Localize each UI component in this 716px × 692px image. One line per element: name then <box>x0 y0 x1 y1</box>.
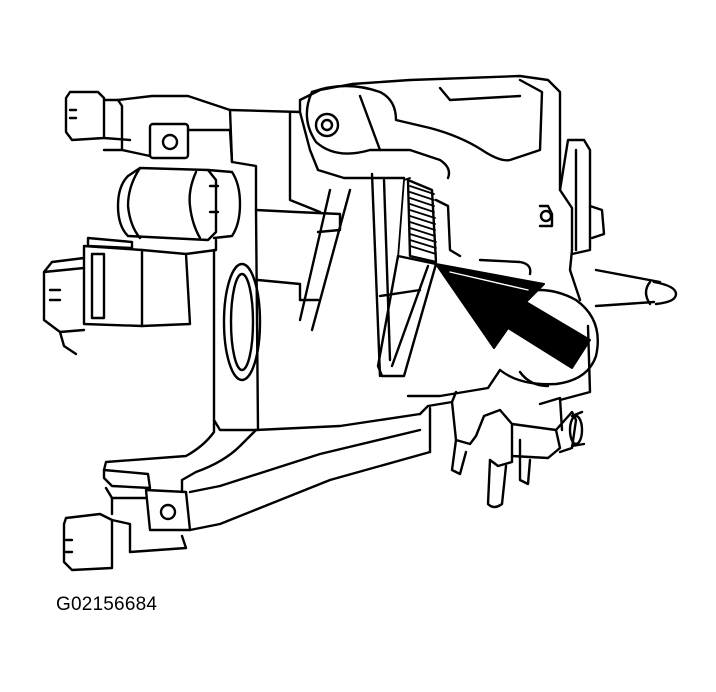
oval-port <box>222 262 262 382</box>
right-housing <box>434 138 678 308</box>
bolt-hole <box>161 133 179 151</box>
arrow-icon <box>435 263 591 369</box>
bottom-right-mounts <box>418 324 592 509</box>
left-solenoid <box>116 166 242 242</box>
figure-id-label: G02156684 <box>56 594 158 615</box>
bottom-left-mounting-tab <box>62 512 132 572</box>
upper-housing <box>116 74 574 252</box>
left-connector <box>42 236 192 356</box>
top-left-mounting-tab <box>64 90 234 164</box>
lower-bracket <box>102 418 432 554</box>
lower-duct <box>406 288 599 398</box>
link-plate <box>370 172 438 378</box>
lever-arm <box>305 78 544 180</box>
central-housing <box>184 188 422 432</box>
bolt-hole-lower <box>159 503 177 521</box>
spring-coil <box>397 177 438 264</box>
pivot-bolt <box>314 112 340 138</box>
